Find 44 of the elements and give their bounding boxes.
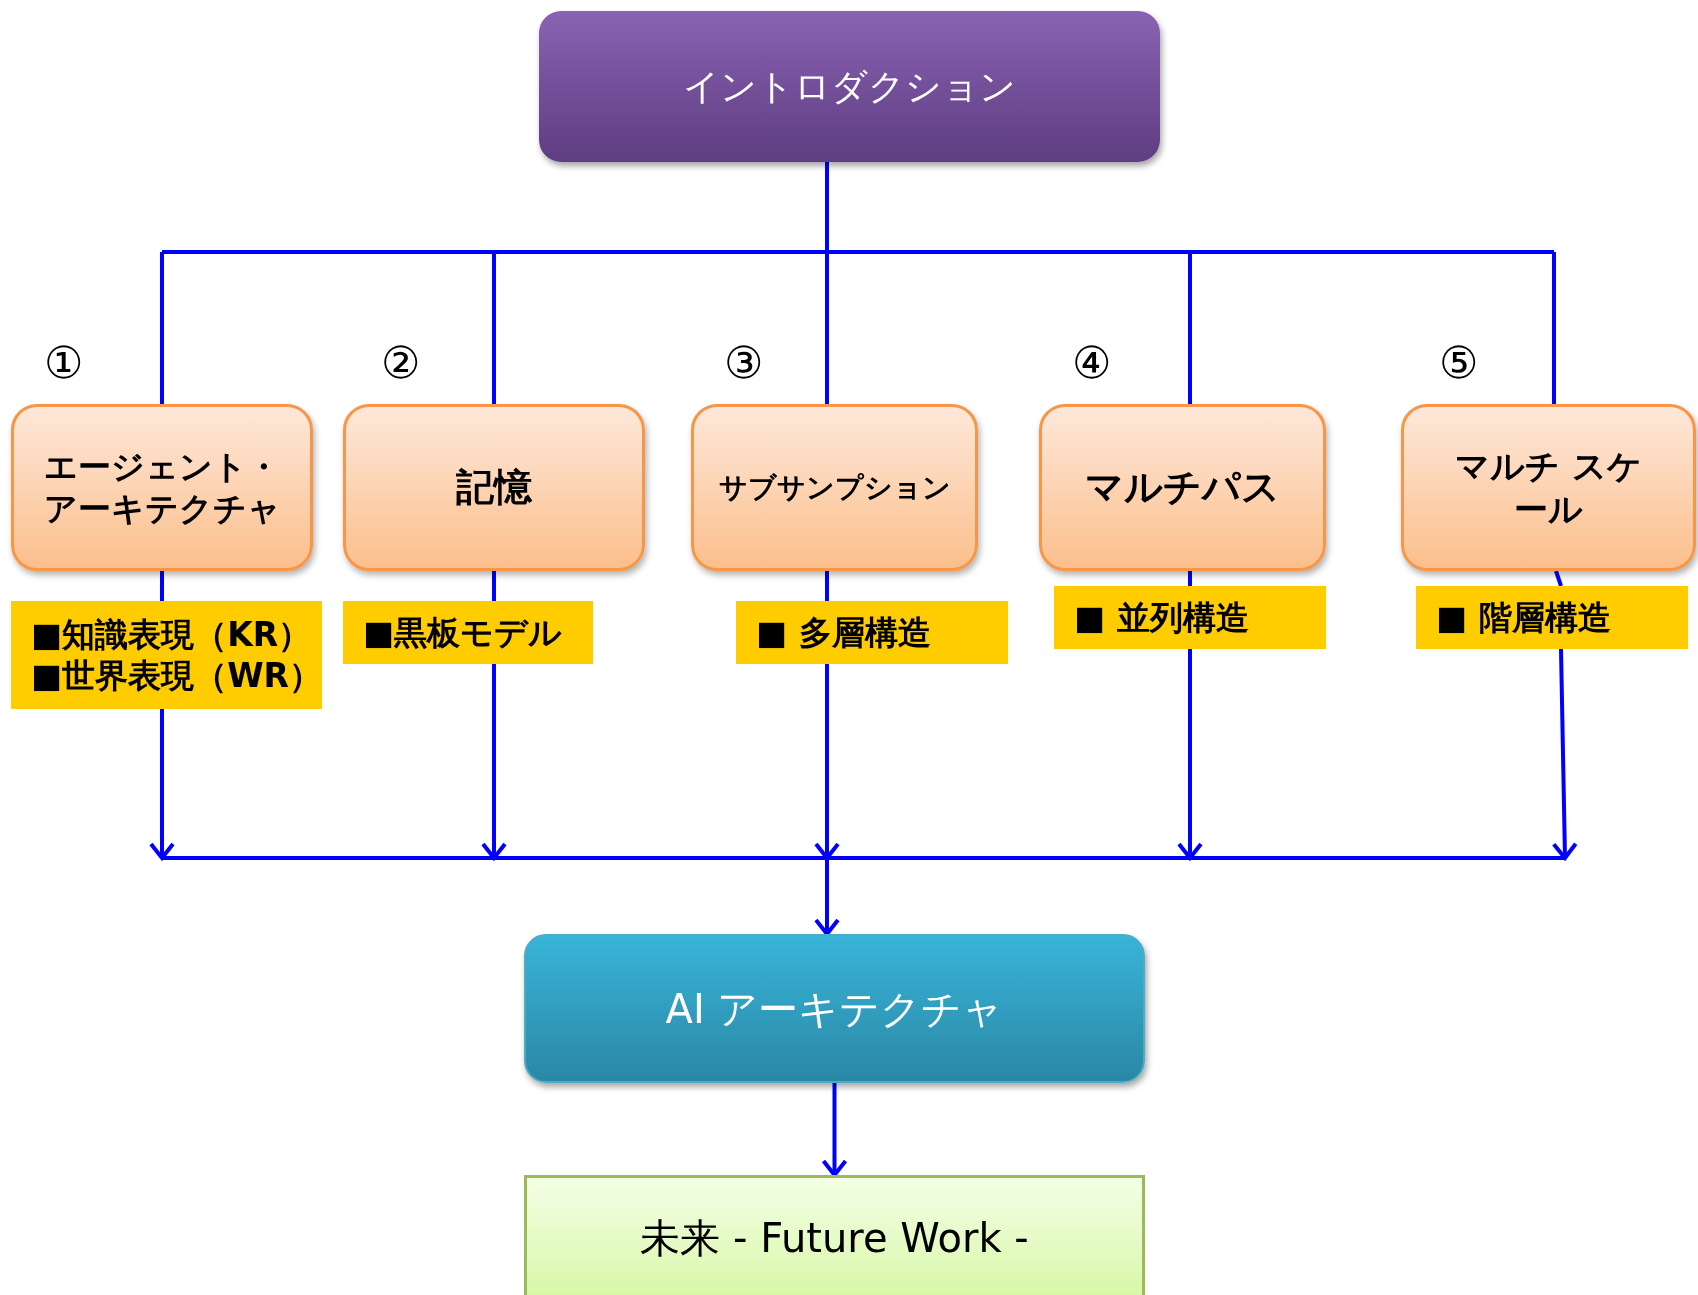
box-text: エージェント・アーキテクチャ	[42, 446, 282, 529]
box-text: マルチ スケール	[1454, 445, 1643, 530]
connector-line	[825, 571, 829, 601]
box-text: 記憶	[456, 463, 532, 511]
box-text: AI アーキテクチャ	[665, 984, 1004, 1034]
step-number: ③	[724, 337, 764, 388]
connector-line	[1188, 571, 1192, 586]
connector-line	[492, 571, 496, 601]
box-text: ■ 多層構造	[756, 611, 931, 654]
connector-line	[825, 252, 829, 404]
connector-line	[1188, 252, 1192, 404]
process-box	[524, 1175, 1145, 1295]
step-number: ⑤	[1439, 337, 1479, 388]
note-box	[343, 601, 593, 664]
note-box	[1054, 586, 1326, 649]
arrow	[1177, 649, 1203, 860]
arrow	[162, 856, 1565, 936]
box-text: ■ 並列構造	[1074, 596, 1249, 639]
step-number: ②	[381, 337, 421, 388]
arrow	[821, 1083, 848, 1177]
connector-line	[160, 252, 164, 404]
step-number: ①	[44, 337, 84, 388]
box-text: ■ 階層構造	[1436, 596, 1611, 639]
box-text: ■知識表現（KR）	[31, 613, 312, 655]
box-text: 未来 - Future Work -	[640, 1213, 1029, 1263]
step-number: ④	[1072, 337, 1112, 388]
arrow	[1551, 648, 1578, 860]
arrow	[481, 664, 507, 860]
connector-line	[160, 160, 1556, 254]
box-text: イントロダクション	[683, 65, 1016, 109]
arrow	[149, 709, 175, 860]
note-box	[1416, 586, 1688, 649]
connector-line	[1554, 570, 1563, 587]
box-text: ■世界表現（WR）	[31, 655, 322, 697]
note-box	[736, 601, 1008, 664]
box-text: マルチパス	[1085, 463, 1280, 511]
note-box	[11, 601, 322, 709]
box-text: ■黒板モデル	[363, 611, 563, 654]
connector-line	[492, 252, 496, 404]
title-box	[539, 11, 1160, 162]
box-text: サブサンプション	[718, 470, 951, 505]
connector-line	[1552, 252, 1556, 404]
connector-line	[160, 571, 164, 601]
process-box	[524, 934, 1145, 1083]
